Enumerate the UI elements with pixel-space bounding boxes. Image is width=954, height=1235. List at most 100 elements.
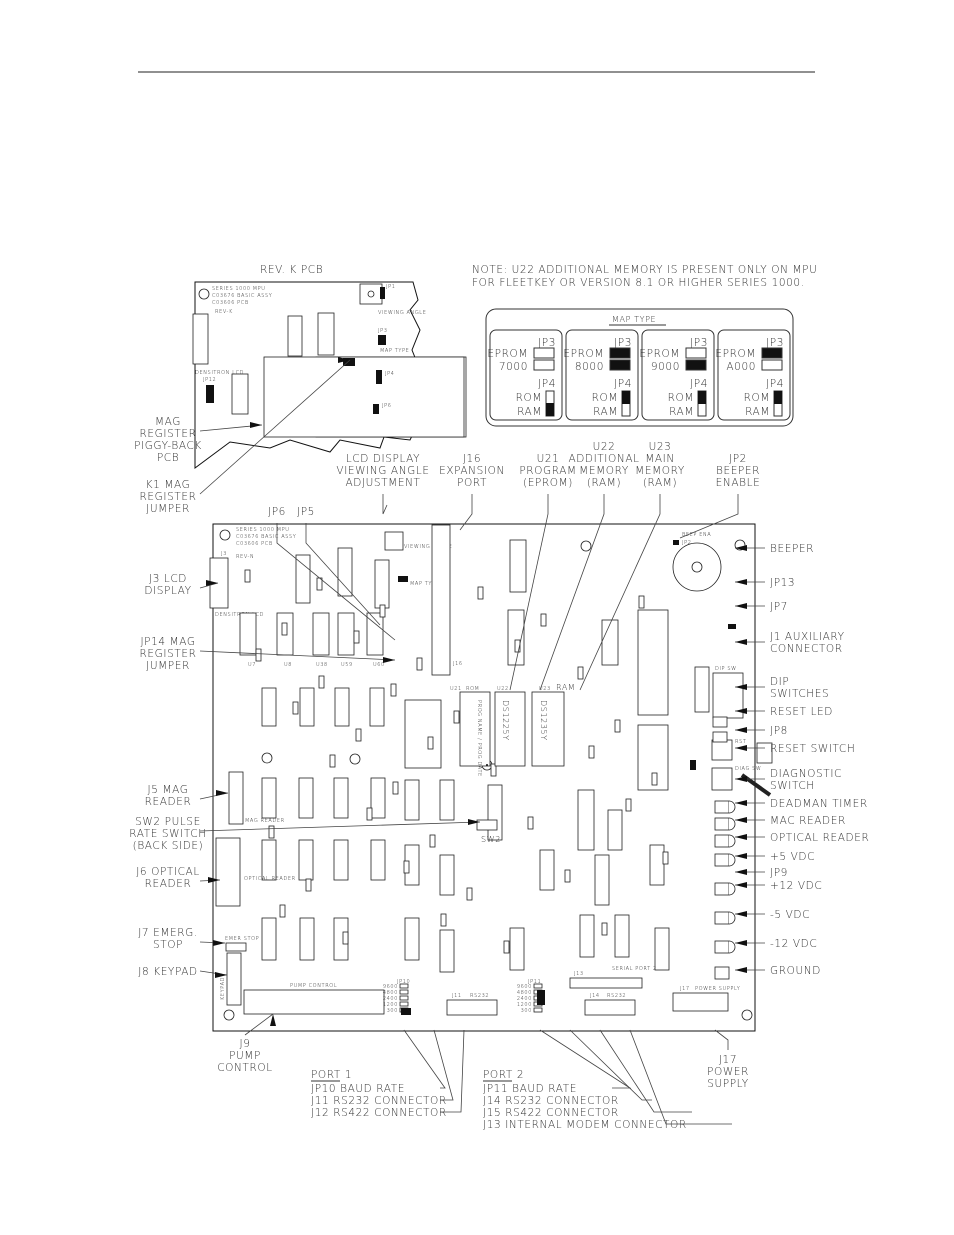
left-callout-label: PIGGY-BACK	[134, 440, 202, 452]
left-callout-label: READER	[145, 796, 192, 808]
resistor	[342, 931, 349, 945]
ic-chip	[295, 554, 311, 604]
top-callout-label: U22	[593, 441, 616, 453]
baud-rate-option: 2400	[517, 996, 532, 1002]
left-callout-label: PCB	[157, 452, 179, 464]
u21-eprom	[459, 691, 491, 767]
board-silk: EMER STOP	[225, 936, 259, 942]
leader-line	[679, 494, 739, 539]
left-callout-label: K1 MAG	[146, 479, 191, 491]
port-1-heading: PORT 1	[311, 1069, 352, 1081]
port-2-item: J14 RS232 CONNECTOR	[483, 1095, 619, 1107]
left-callout-label: READER	[145, 878, 192, 890]
board-silk: SW2	[481, 835, 501, 844]
ic-chip	[370, 777, 386, 819]
top-callout-label: LCD DISPLAY	[346, 453, 420, 465]
right-callout-label: DEADMAN TIMER	[770, 798, 868, 810]
ic-chip	[607, 809, 623, 851]
top-callout-label: EXPANSION	[439, 465, 505, 477]
right-callout-label: RESET SWITCH	[770, 743, 855, 755]
led-lens	[728, 911, 736, 925]
board-silk: C03606 PCB	[236, 541, 273, 547]
resistor	[281, 622, 288, 636]
resistor	[503, 940, 510, 954]
board-silk: U60	[373, 662, 385, 668]
right-callout-label: MAC READER	[770, 815, 846, 827]
rev-k-silk: C03606 PCB	[212, 300, 249, 306]
right-callout-label: JP7	[770, 601, 788, 613]
resistor	[614, 719, 621, 733]
board-silk: DIP SW	[715, 666, 737, 672]
arrowhead	[735, 817, 747, 823]
left-callout-label: REGISTER	[140, 491, 197, 503]
ram-label: RAM	[745, 406, 770, 418]
j9-pump-control	[243, 989, 385, 1015]
note-line-1: NOTE: U22 ADDITIONAL MEMORY IS PRESENT O…	[472, 264, 817, 276]
arrowhead	[735, 639, 747, 645]
resistor	[292, 701, 299, 715]
ic-chip	[509, 927, 525, 971]
baud-rate-option: 2400	[383, 996, 398, 1002]
top-callout-label: U21	[537, 453, 560, 465]
resistor	[392, 781, 399, 795]
top-callout-label: VIEWING ANGLE	[336, 465, 429, 477]
ic-chip	[261, 777, 277, 819]
left-callout-label: MAG	[155, 416, 181, 428]
board-silk: MAG READER	[245, 818, 285, 824]
port-1-item: J12 RS422 CONNECTOR	[311, 1107, 447, 1119]
ic-chip	[334, 687, 350, 727]
left-callout-label: STOP	[153, 939, 183, 951]
board-silk: U22	[497, 686, 509, 692]
resistor	[379, 604, 386, 618]
left-callout-label: J5 MAG	[148, 784, 189, 796]
arrowhead	[735, 940, 747, 946]
port-2-heading: PORT 2	[483, 1069, 524, 1081]
j17-power-connector	[672, 992, 729, 1012]
baud-rate-option: 4800	[517, 990, 532, 996]
leader-line	[199, 650, 396, 661]
eprom-address: 9000	[651, 361, 680, 373]
arrowhead	[735, 869, 747, 875]
leader-line	[403, 1029, 446, 1089]
resistor	[588, 745, 595, 759]
arrowhead	[383, 657, 395, 663]
arrowhead	[735, 727, 747, 733]
resistor	[353, 630, 360, 644]
ic-chip	[594, 854, 610, 906]
top-callout-label: (EPROM)	[523, 477, 573, 489]
j14-j15-connectors	[584, 999, 636, 1016]
left-callout-label: JUMPER	[146, 660, 190, 672]
port-2-item: J15 RS422 CONNECTOR	[483, 1107, 619, 1119]
ic-chip	[439, 779, 455, 821]
arrowhead	[735, 776, 747, 782]
resistor	[268, 825, 275, 839]
left-callout-label: REGISTER	[140, 648, 197, 660]
right-callout-label: BEEPER	[770, 543, 814, 555]
ram-label: RAM	[669, 406, 694, 418]
board-silk: DIAG SW	[735, 766, 761, 772]
led-lens	[728, 882, 736, 896]
ic-chip	[404, 917, 420, 961]
arrowhead	[735, 545, 747, 551]
resistor	[305, 878, 312, 892]
arrowhead	[208, 877, 220, 883]
top-callout-label: (RAM)	[587, 477, 621, 489]
arrowhead	[735, 911, 747, 917]
resistor	[318, 675, 325, 689]
ic-chip	[654, 927, 670, 971]
led	[714, 911, 730, 925]
right-callout-label: JP9	[770, 867, 788, 879]
ic-chip	[539, 849, 555, 891]
led-lens	[728, 817, 736, 831]
board-silk: J17	[680, 986, 690, 992]
resistor	[490, 763, 497, 777]
resistor	[601, 922, 608, 936]
arrowhead	[250, 422, 262, 428]
left-callout-label: CONTROL	[217, 1062, 272, 1074]
port-2-item: J13 INTERNAL MODEM CONNECTOR	[483, 1119, 687, 1131]
j16-expansion-port	[431, 524, 451, 676]
ic-chip	[333, 777, 349, 819]
right-callout-label: DIP	[770, 676, 789, 688]
rom-label: ROM	[592, 392, 618, 404]
